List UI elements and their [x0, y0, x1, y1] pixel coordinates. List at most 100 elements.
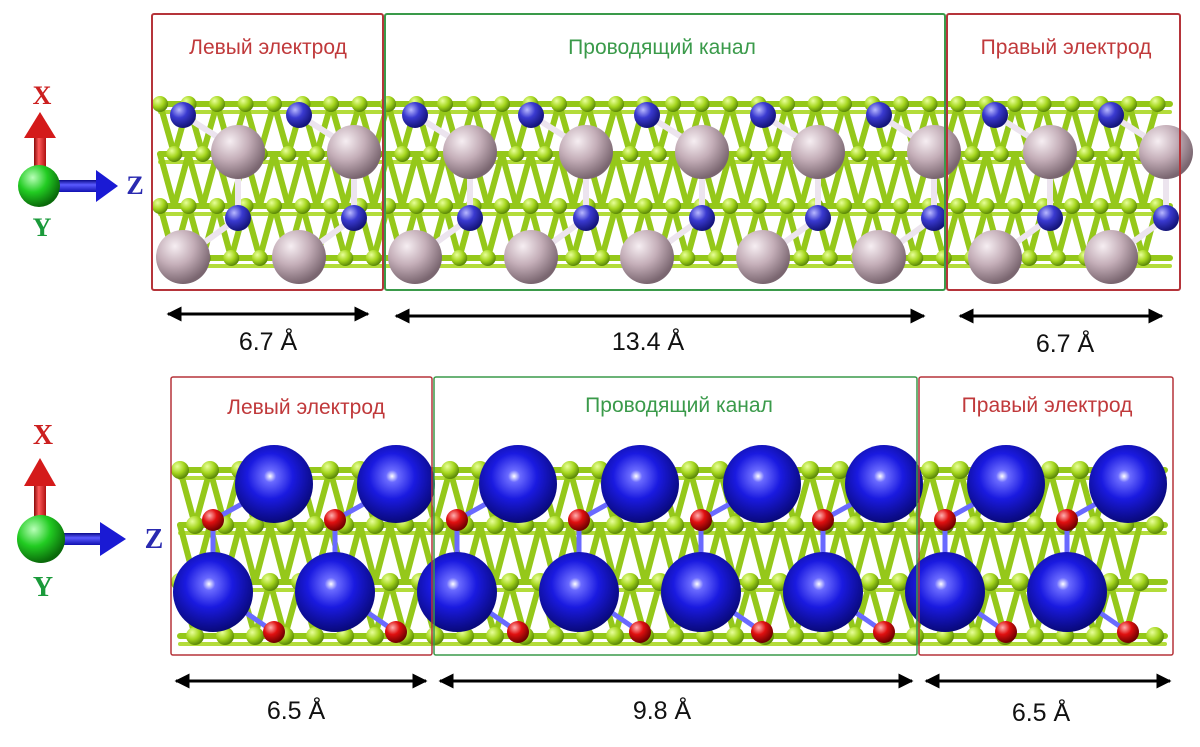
top-channel-dimension-label: 13.4 Å [612, 326, 685, 356]
small-atom [836, 96, 852, 112]
small-atom [494, 96, 510, 112]
top-y-axis-sphere [18, 165, 60, 207]
bond [957, 467, 978, 528]
small-atom [451, 250, 468, 266]
red-atom [873, 621, 895, 643]
red-atom [446, 509, 468, 531]
big-blue-atom [723, 445, 801, 523]
bond [1069, 101, 1090, 157]
blue-atom [518, 102, 544, 128]
small-atom [323, 198, 339, 214]
bond [499, 151, 520, 209]
small-atom [1121, 96, 1137, 112]
big-blue-atom [601, 445, 679, 523]
big-blue-atom [357, 445, 435, 523]
bond [499, 101, 520, 157]
bond [484, 151, 505, 209]
small-atom [306, 627, 324, 645]
bond [747, 522, 768, 585]
bond [955, 101, 976, 157]
pink-atom [791, 125, 845, 179]
bond [1012, 203, 1033, 261]
bond [432, 467, 453, 528]
big-blue-atom [539, 552, 619, 632]
small-atom [750, 198, 767, 214]
bond [727, 101, 748, 157]
bottom-right-electrode-label: Правый электрод [962, 394, 1133, 417]
bond [869, 151, 890, 209]
big-blue-atom [1027, 552, 1107, 632]
blue-atom [1098, 102, 1124, 128]
bond [898, 203, 919, 261]
small-atom [707, 250, 724, 266]
blue-atom [634, 102, 660, 128]
blue-atom [866, 102, 892, 128]
small-atom [437, 198, 453, 214]
big-blue-atom [905, 552, 985, 632]
pink-atom [327, 125, 381, 179]
bond [852, 579, 873, 639]
bond [955, 151, 976, 209]
red-atom [690, 509, 712, 531]
bond [672, 467, 693, 528]
small-atom [494, 198, 510, 214]
pink-atom [388, 230, 442, 284]
blue-atom [921, 205, 947, 231]
small-atom [437, 96, 453, 112]
bond [507, 522, 528, 585]
small-atom [501, 573, 519, 591]
bottom-axis-z-label: Z [145, 524, 164, 555]
top-channel-frame [384, 13, 946, 291]
bond [655, 151, 676, 209]
bottom-panel: Левый электрод Проводящий канал Правый э… [17, 376, 1174, 727]
small-atom [836, 198, 852, 214]
small-atom [180, 198, 197, 214]
small-atom [978, 198, 995, 214]
bond [427, 151, 448, 209]
bond [387, 522, 408, 585]
small-atom [426, 516, 444, 534]
small-atom [801, 461, 819, 479]
pink-atom [211, 125, 265, 179]
top-right-electrode-label: Правый электрод [981, 36, 1152, 59]
bond [492, 579, 513, 639]
bottom-right-dimension-label: 6.5 Å [1012, 697, 1071, 727]
blue-atom [286, 102, 312, 128]
bond [755, 151, 776, 209]
small-atom [1026, 627, 1044, 645]
bond [492, 522, 513, 585]
bond [256, 203, 277, 261]
small-atom [921, 96, 938, 112]
small-atom [1021, 250, 1038, 266]
bond [712, 203, 733, 261]
small-atom [551, 96, 567, 112]
small-atom [308, 146, 325, 162]
small-atom [951, 461, 969, 479]
small-atom [209, 198, 225, 214]
bond [237, 522, 258, 585]
bond [642, 522, 663, 585]
red-atom [385, 621, 407, 643]
bond [598, 203, 619, 261]
bond [385, 101, 406, 157]
small-atom [186, 627, 204, 645]
small-atom [1026, 516, 1044, 534]
small-atom [906, 627, 924, 645]
small-atom [465, 96, 482, 112]
small-atom [950, 96, 966, 112]
small-atom [621, 573, 639, 591]
bond [313, 151, 334, 209]
big-blue-atom [1089, 445, 1167, 523]
small-atom [1135, 250, 1152, 266]
small-atom [666, 627, 684, 645]
bond [598, 151, 619, 209]
small-atom [201, 461, 219, 479]
pink-atom [559, 125, 613, 179]
small-atom [907, 250, 924, 266]
small-atom [831, 461, 849, 479]
small-atom [365, 250, 382, 266]
small-atom [266, 198, 282, 214]
bond [527, 151, 548, 209]
bond [402, 522, 423, 585]
